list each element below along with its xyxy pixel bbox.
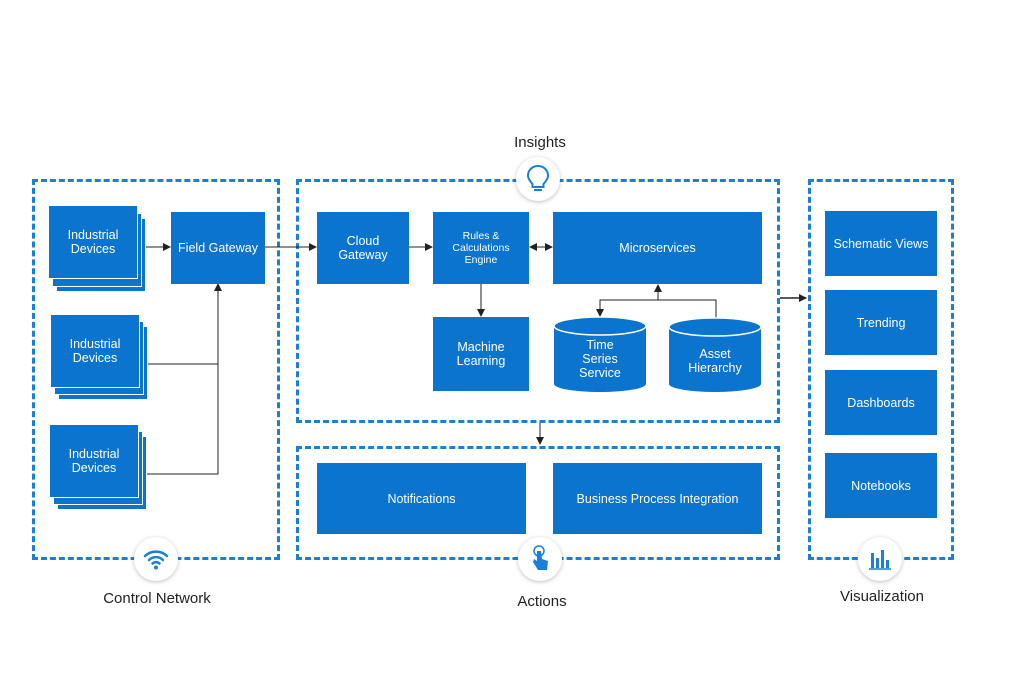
industrial-devices-1: Industrial Devices — [48, 205, 138, 279]
cloud-gateway: Cloud Gateway — [317, 212, 409, 284]
asset-hierarchy: Asset Hierarchy — [688, 347, 742, 375]
rules-calculations-engine: Rules & Calculations Engine — [433, 212, 529, 284]
touch-hand-icon — [518, 537, 562, 581]
business-process-integration: Business Process Integration — [553, 463, 762, 534]
industrial-devices-3: Industrial Devices — [49, 424, 139, 498]
microservices: Microservices — [553, 212, 762, 284]
schematic-views: Schematic Views — [825, 211, 937, 276]
bar-chart-icon — [858, 537, 902, 581]
trending: Trending — [825, 290, 937, 355]
industrial-devices-2: Industrial Devices — [50, 314, 140, 388]
control-network-label: Control Network — [103, 590, 211, 607]
actions-label: Actions — [517, 593, 567, 610]
machine-learning: Machine Learning — [433, 317, 529, 391]
insights-label: Insights — [514, 134, 566, 151]
field-gateway: Field Gateway — [171, 212, 265, 284]
wifi-icon — [134, 537, 178, 581]
visualization-label: Visualization — [840, 588, 924, 605]
notebooks: Notebooks — [825, 453, 937, 518]
notifications: Notifications — [317, 463, 526, 534]
time-series-service: Time Series Service — [579, 338, 621, 380]
lightbulb-icon — [516, 157, 560, 201]
dashboards: Dashboards — [825, 370, 937, 435]
